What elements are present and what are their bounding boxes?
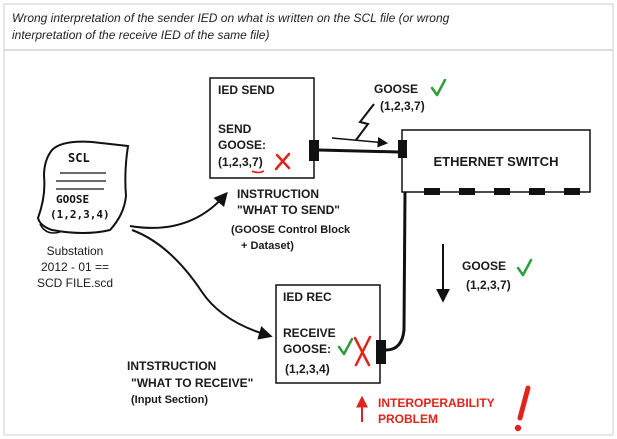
switch-port-1 — [424, 188, 440, 195]
problem-line-2: PROBLEM — [378, 412, 438, 426]
ied-send-title: IED SEND — [218, 83, 275, 97]
signal-arrow — [331, 136, 389, 148]
exclamation-icon — [514, 385, 531, 432]
switch-port-in — [398, 140, 407, 158]
scl-doc-line-3: (1,2,3,4) — [50, 208, 110, 221]
ethernet-switch: ETHERNET SWITCH — [398, 129, 591, 195]
scd-label-line-3: SCD FILE.scd — [37, 276, 113, 290]
ied-rec-title: IED REC — [283, 290, 332, 304]
ied-rec-line-3: (1,2,3,4) — [285, 362, 330, 376]
switch-port-5 — [564, 188, 580, 195]
instr-send-line-2: "WHAT TO SEND" — [237, 203, 340, 217]
switch-port-4 — [529, 188, 545, 195]
receive-port — [376, 340, 386, 364]
caption-line-1: Wrong interpretation of the sender IED o… — [12, 11, 450, 25]
switch-to-rec-link — [385, 191, 407, 352]
ied-send-line-3: (1,2,3,7) — [218, 155, 263, 169]
instr-rec-line-1: INTSTRUCTION — [127, 359, 216, 373]
scd-label-line-2: 2012 - 01 == — [41, 260, 109, 274]
ied-send-line-1: SEND — [218, 122, 252, 136]
ied-rec-line-1: RECEIVE — [283, 326, 336, 340]
instr-send-line-1: INSTRUCTION — [237, 187, 319, 201]
arrow-scl-to-rec — [131, 229, 273, 340]
goose-top-values: (1,2,3,7) — [380, 99, 425, 113]
goose-top-label: GOOSE — [374, 82, 418, 96]
cross-mark-icon-2 — [353, 335, 372, 367]
cross-mark-icon — [274, 152, 291, 171]
scl-doc-line-1: SCL — [68, 151, 90, 165]
instr-send-line-3: (GOOSE Control Block — [231, 224, 351, 236]
ied-send-line-2: GOOSE: — [218, 138, 266, 152]
switch-port-2 — [459, 188, 475, 195]
goose-right-label: GOOSE — [462, 259, 506, 273]
send-to-switch-link — [318, 148, 400, 154]
instr-send-line-4: + Dataset) — [241, 240, 294, 252]
instr-rec-line-2: "WHAT TO RECEIVE" — [131, 376, 253, 390]
ied-send-box: IED SEND SEND GOOSE: (1,2,3,7) — [209, 77, 315, 179]
scd-label-line-1: Substation — [47, 244, 104, 258]
scl-doc-line-2: GOOSE — [56, 193, 89, 206]
caption-line-2: interpretation of the receive IED of the… — [12, 28, 269, 42]
check-mark-icon — [430, 78, 447, 97]
check-mark-icon-2 — [516, 258, 533, 277]
send-port — [309, 140, 319, 161]
lightning-icon — [355, 103, 375, 141]
switch-label: ETHERNET SWITCH — [434, 154, 559, 169]
ied-rec-box: IED REC RECEIVE GOOSE: (1,2,3,4) — [275, 284, 381, 384]
problem-line-1: INTEROPERABILITY — [378, 396, 495, 410]
arrow-scl-to-send — [129, 191, 228, 229]
ied-rec-line-2: GOOSE: — [283, 342, 331, 356]
instr-rec-line-3: (Input Section) — [131, 394, 208, 406]
goose-right-values: (1,2,3,7) — [466, 278, 511, 292]
scl-document: SCL GOOSE (1,2,3,4) — [36, 140, 130, 234]
underline-mark — [251, 170, 265, 174]
check-mark-icon-3 — [337, 337, 354, 356]
switch-port-3 — [494, 188, 510, 195]
